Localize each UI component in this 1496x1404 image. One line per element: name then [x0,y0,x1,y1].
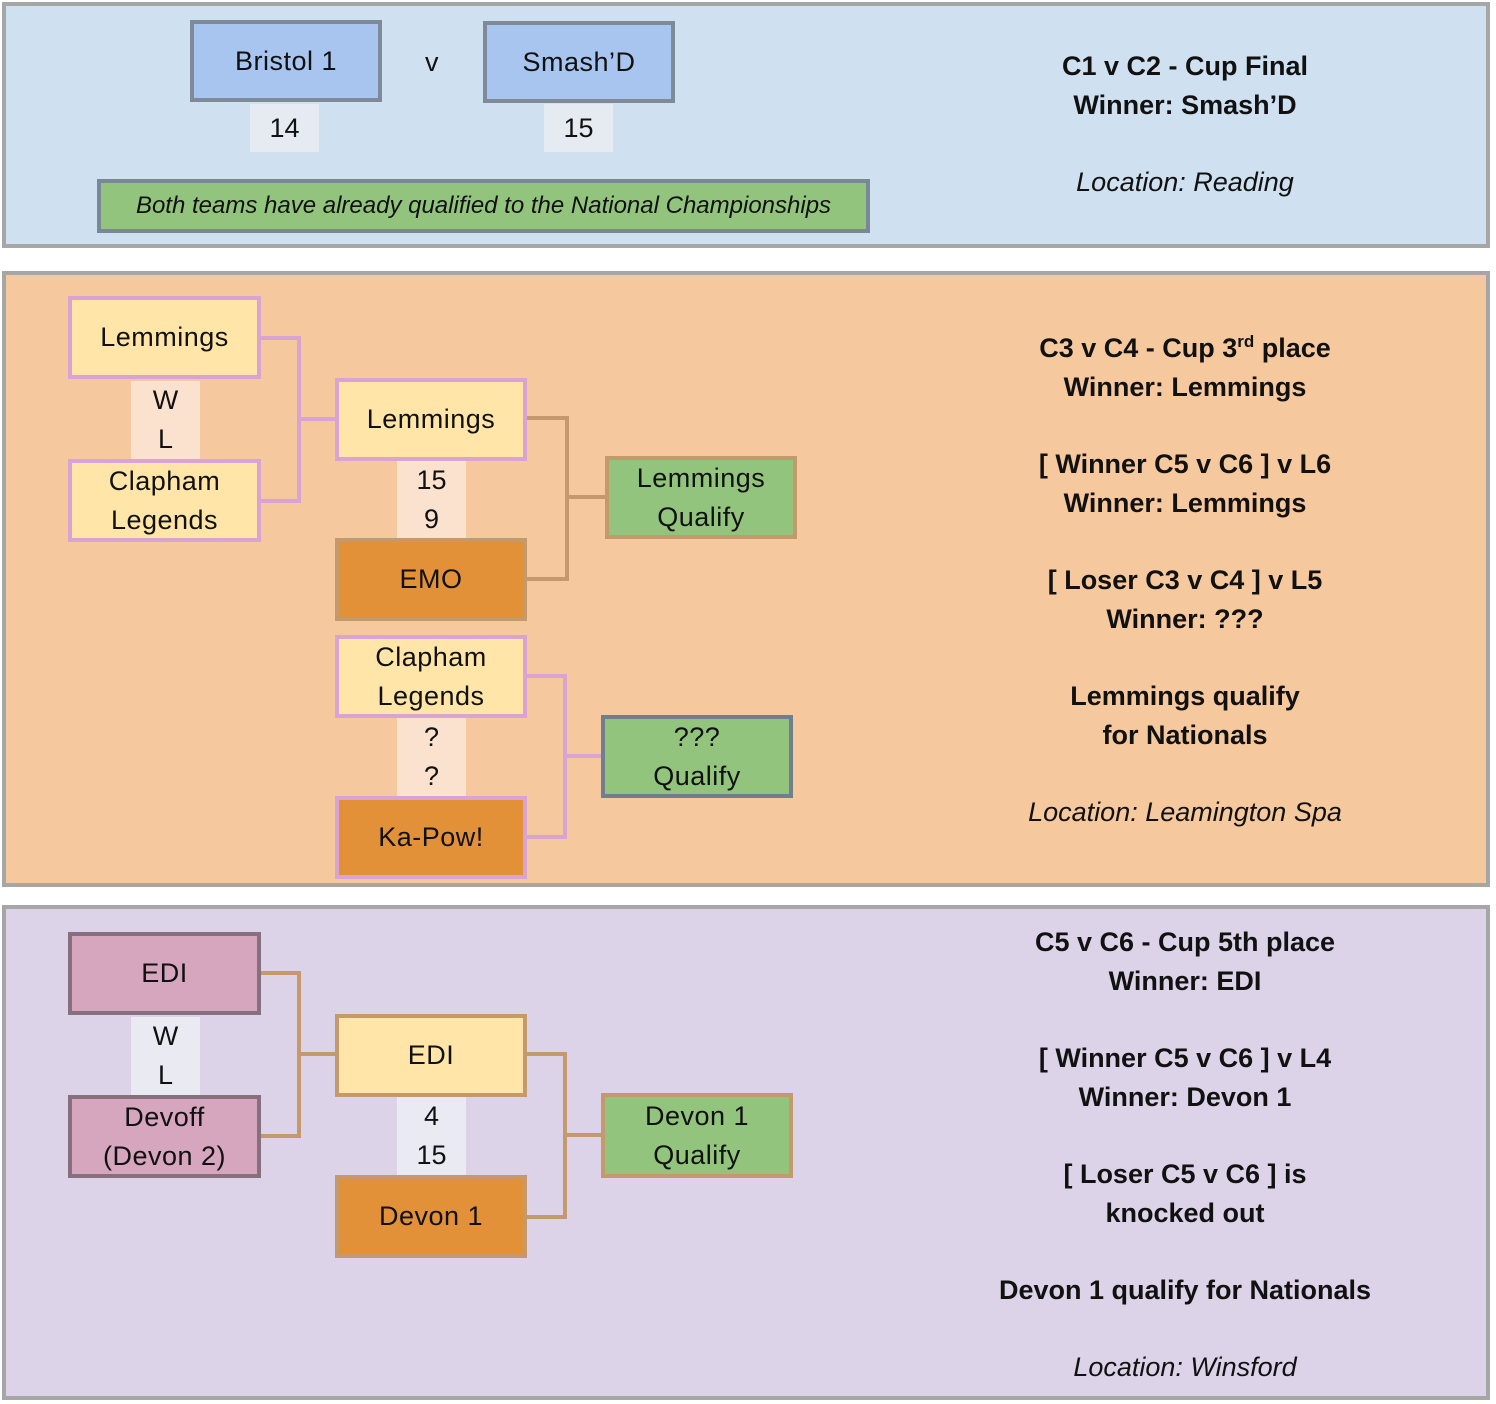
match2-score: ?? [397,718,466,796]
score-bristol-1: 14 [250,104,319,152]
team-bristol-1: Bristol 1 [190,20,382,102]
team-lemmings-round1: Lemmings [68,296,261,379]
loser-note: [ Loser C5 v C6 ] is [1063,1159,1307,1189]
unknown-qualify: ???Qualify [601,715,793,798]
next-match-winner: Winner: Lemmings [1063,488,1307,518]
loser-match-winner: Winner: ??? [1106,604,1264,634]
qualification-summary-2: for Nationals [1102,720,1268,750]
team-edi-round1: EDI [68,932,261,1015]
cup-final-info: C1 v C2 - Cup Final Winner: Smash’D Loca… [985,47,1385,202]
match-winner: Winner: Smash’D [1073,90,1297,120]
match-winner: Winner: EDI [1108,966,1262,996]
team-lemmings-match1: Lemmings [335,378,527,461]
qualification-summary: Lemmings qualify [1070,681,1300,711]
match-location: Location: Reading [1076,167,1294,197]
match-title: C3 v C4 - Cup 3rd place [1039,332,1331,363]
versus-label: v [425,46,439,77]
team-ka-pow: Ka-Pow! [335,796,527,879]
third-place-info: C3 v C4 - Cup 3rd place Winner: Lemmings… [985,322,1385,832]
team-devon-1: Devon 1 [335,1175,527,1258]
match-winner: Winner: Lemmings [1063,372,1307,402]
score-smashd: 15 [544,104,613,152]
next-match: [ Winner C5 v C6 ] v L4 [1038,1043,1332,1073]
team-devoff: Devoff(Devon 2) [68,1095,261,1178]
match-location: Location: Leamington Spa [1028,797,1342,827]
team-edi-match1: EDI [335,1014,527,1097]
qualification-summary: Devon 1 qualify for Nationals [998,1275,1372,1305]
fifth-place-info: C5 v C6 - Cup 5th place Winner: EDI [ Wi… [985,923,1385,1387]
match-location: Location: Winsford [1073,1352,1297,1382]
qualification-note: Both teams have already qualified to the… [97,179,870,233]
match-title: C5 v C6 - Cup 5th place [1034,927,1336,957]
team-emo: EMO [335,538,527,621]
loser-note-2: knocked out [1105,1198,1265,1228]
next-match: [ Winner C5 v C6 ] v L6 [1038,449,1332,479]
loser-match: [ Loser C3 v C4 ] v L5 [1047,565,1323,595]
next-match-winner: Winner: Devon 1 [1078,1082,1292,1112]
team-smashd: Smash’D [483,21,675,103]
match-title: C1 v C2 - Cup Final [1061,51,1309,81]
